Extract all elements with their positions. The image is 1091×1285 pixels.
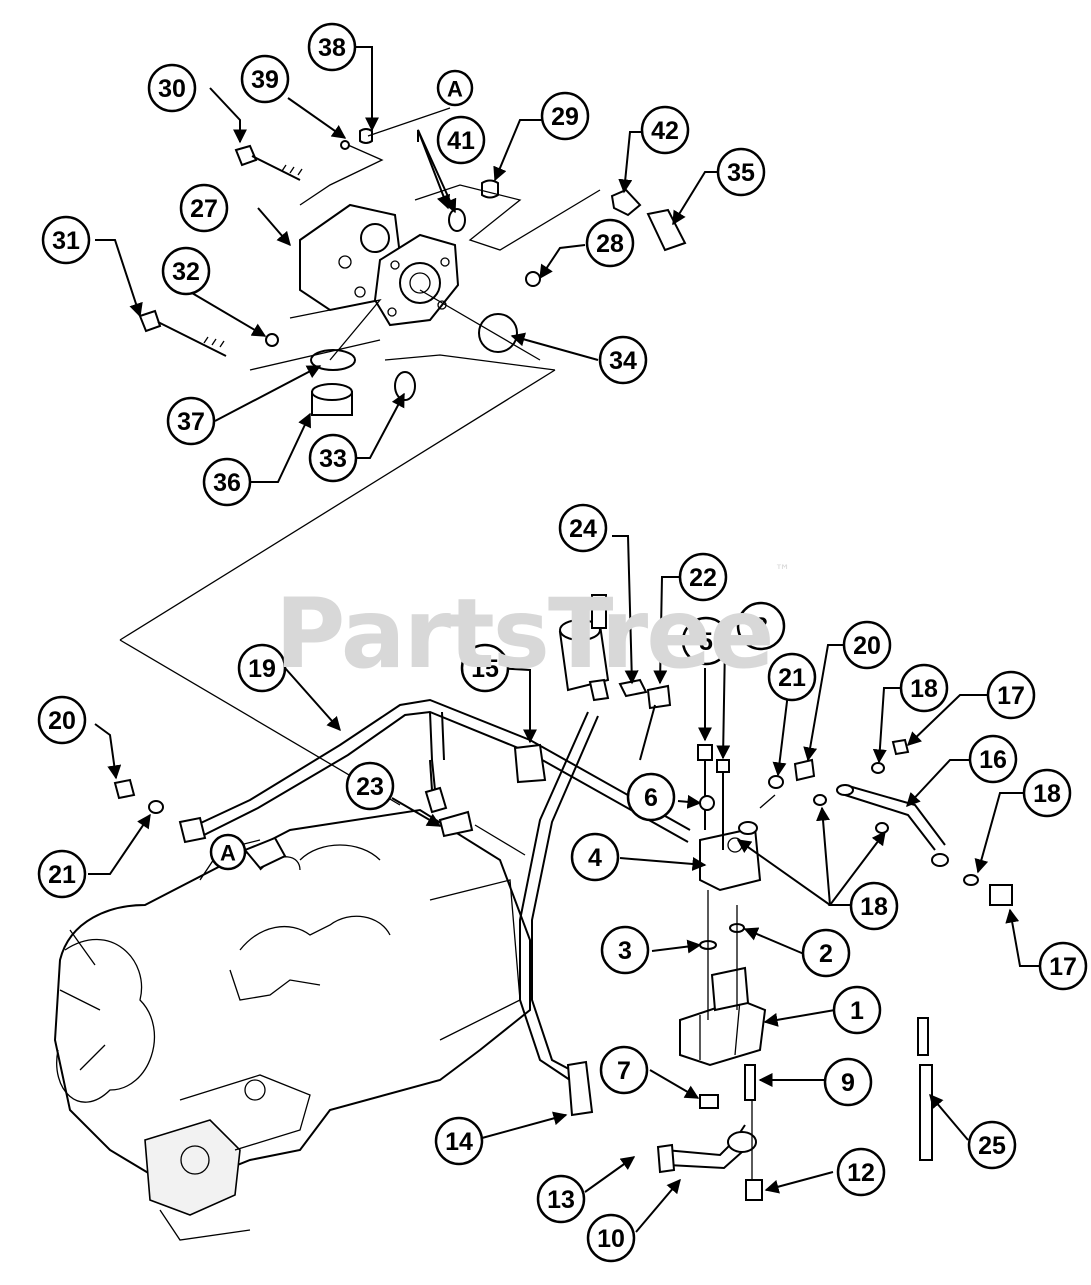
svg-text:4: 4 (588, 844, 602, 872)
svg-text:6: 6 (644, 784, 658, 812)
callout-12: 12 (836, 1147, 886, 1197)
callout-38: 38 (307, 22, 357, 72)
svg-text:30: 30 (158, 75, 186, 103)
callout-18-top: 18 (899, 663, 949, 713)
svg-text:9: 9 (841, 1069, 855, 1097)
svg-text:8: 8 (754, 613, 768, 641)
hydraulic-lines (178, 594, 757, 1174)
callout-15: 15 (460, 643, 510, 693)
svg-text:7: 7 (617, 1057, 631, 1085)
callout-18-right: 18 (1022, 768, 1072, 818)
callout-21-left: 21 (37, 849, 87, 899)
callout-24: 24 (558, 503, 608, 553)
valve-assembly (113, 738, 1013, 1201)
callout-36: 36 (202, 457, 252, 507)
svg-text:32: 32 (172, 258, 200, 286)
svg-text:34: 34 (609, 347, 637, 375)
svg-text:18: 18 (1033, 780, 1061, 808)
callout-42: 42 (640, 105, 690, 155)
callout-16: 16 (968, 734, 1018, 784)
callout-20-left: 20 (37, 695, 87, 745)
svg-text:10: 10 (597, 1225, 625, 1253)
svg-text:22: 22 (689, 564, 717, 592)
svg-text:31: 31 (52, 227, 80, 255)
callout-8: 8 (736, 601, 786, 651)
callout-33: 33 (308, 433, 358, 483)
svg-text:24: 24 (569, 515, 597, 543)
svg-text:2: 2 (819, 940, 833, 968)
svg-text:25: 25 (978, 1132, 1006, 1160)
callout-6: 6 (626, 772, 676, 822)
callout-20-right: 20 (842, 620, 892, 670)
svg-text:23: 23 (356, 773, 384, 801)
callout-19: 19 (237, 643, 287, 693)
svg-text:37: 37 (177, 408, 205, 436)
leader-lines (88, 46, 1042, 1233)
ref-marker-a-bottom: A (209, 833, 247, 871)
callout-18-center: 18 (849, 881, 899, 931)
callout-32: 32 (161, 246, 211, 296)
callout-30: 30 (147, 63, 197, 113)
callout-21-right: 21 (767, 652, 817, 702)
callout-27: 27 (179, 183, 229, 233)
callout-5: 5 (681, 616, 731, 666)
svg-text:29: 29 (551, 103, 579, 131)
callout-41: 41 (436, 115, 486, 165)
svg-text:13: 13 (547, 1186, 575, 1214)
svg-text:17: 17 (997, 682, 1025, 710)
callout-17-bottom: 17 (1038, 941, 1088, 991)
engine-assembly (53, 808, 531, 1241)
svg-text:14: 14 (445, 1128, 473, 1156)
callout-28: 28 (585, 218, 635, 268)
svg-text:17: 17 (1049, 953, 1077, 981)
svg-text:18: 18 (910, 675, 938, 703)
callout-2: 2 (801, 928, 851, 978)
svg-text:41: 41 (447, 127, 475, 155)
ref-marker-a-top: A (436, 69, 474, 107)
callout-10: 10 (586, 1213, 636, 1263)
callout-25: 25 (967, 1120, 1017, 1170)
callout-34: 34 (598, 335, 648, 385)
callout-22: 22 (678, 552, 728, 602)
svg-text:20: 20 (48, 707, 76, 735)
callout-3: 3 (600, 925, 650, 975)
svg-text:19: 19 (248, 655, 276, 683)
callout-23: 23 (345, 761, 395, 811)
callout-31: 31 (41, 215, 91, 265)
callout-7: 7 (599, 1045, 649, 1095)
callout-35: 35 (716, 147, 766, 197)
pump-assembly (119, 107, 687, 806)
svg-text:21: 21 (48, 861, 76, 889)
svg-text:12: 12 (847, 1159, 875, 1187)
svg-text:27: 27 (190, 195, 218, 223)
callout-9: 9 (823, 1057, 873, 1107)
svg-text:38: 38 (318, 34, 346, 62)
svg-text:1: 1 (850, 997, 864, 1025)
callout-37: 37 (166, 396, 216, 446)
callout-17-top: 17 (986, 670, 1036, 720)
svg-text:A: A (447, 77, 463, 102)
svg-text:21: 21 (778, 664, 806, 692)
callout-13: 13 (536, 1174, 586, 1224)
svg-text:35: 35 (727, 159, 755, 187)
svg-text:3: 3 (618, 937, 632, 965)
svg-text:33: 33 (319, 445, 347, 473)
svg-text:18: 18 (860, 893, 888, 921)
svg-text:16: 16 (979, 746, 1007, 774)
callout-39: 39 (240, 54, 290, 104)
svg-text:42: 42 (651, 117, 679, 145)
callout-29: 29 (540, 91, 590, 141)
callout-14: 14 (434, 1116, 484, 1166)
callout-1: 1 (832, 985, 882, 1035)
svg-text:36: 36 (213, 469, 241, 497)
svg-text:39: 39 (251, 66, 279, 94)
svg-text:A: A (220, 841, 236, 866)
svg-text:15: 15 (471, 655, 499, 683)
callout-4: 4 (570, 832, 620, 882)
svg-text:5: 5 (699, 628, 713, 656)
svg-text:28: 28 (596, 230, 624, 258)
svg-text:20: 20 (853, 632, 881, 660)
